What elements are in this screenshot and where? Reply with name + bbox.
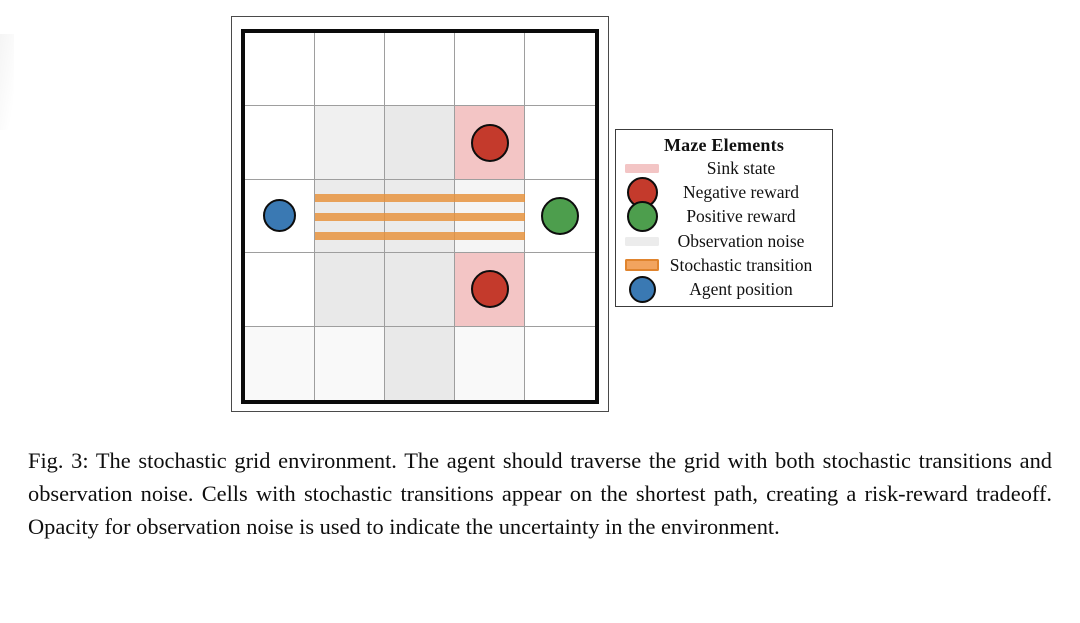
negative-reward-marker-top: [470, 123, 509, 162]
maze-wall: [241, 29, 599, 404]
agent-position-swatch: [628, 276, 656, 304]
grid-cell: [245, 33, 315, 107]
agent-position-label: Agent position: [689, 279, 793, 300]
sink-state-swatch: [625, 163, 659, 173]
negative-reward-label: Negative reward: [682, 181, 800, 202]
grid-cell: [385, 106, 455, 180]
grid-cell: [385, 33, 455, 107]
observation-noise-label: Observation noise: [677, 230, 805, 251]
stochastic-transition-stripe: [315, 212, 525, 221]
grid-cell: [525, 179, 595, 254]
grid-cell: [385, 253, 455, 327]
legend-item-sink-state: Sink state: [620, 156, 828, 180]
grid-cell: [245, 326, 315, 400]
stochastic-transition-label: Stochastic transition: [669, 254, 813, 275]
negative-reward-marker-bottom: [470, 270, 509, 309]
grid-cell: [385, 326, 455, 400]
maze-grid: [245, 33, 595, 400]
positive-reward-label: Positive reward: [686, 206, 796, 227]
sink-state-label: Sink state: [706, 157, 776, 178]
grid-cell: [525, 33, 595, 107]
observation-noise-swatch: [625, 236, 659, 246]
grid-cell: [525, 253, 595, 327]
agent-position-swatch-icon: [620, 276, 664, 304]
grid-cell: [455, 33, 525, 107]
grid-cell: [315, 33, 385, 107]
positive-reward-swatch-icon: [620, 201, 664, 233]
legend-item-observation-noise: Observation noise: [620, 229, 828, 253]
stochastic-transition-stripe: [315, 231, 525, 240]
grid-cell: [315, 326, 385, 400]
grid-cell: [315, 253, 385, 327]
grid-cell: [245, 179, 315, 254]
caption-text: Fig. 3: The stochastic grid environment.…: [28, 448, 1052, 539]
agent-position-marker: [263, 199, 296, 233]
sink-cell: [455, 253, 525, 327]
figure-caption: Fig. 3: The stochastic grid environment.…: [28, 444, 1052, 543]
positive-reward-marker: [541, 196, 579, 235]
stochastic-transition-swatch-icon: [620, 259, 664, 272]
grid-cell: [245, 253, 315, 327]
page-edge-shading: [0, 34, 14, 130]
stochastic-transition-stripe: [315, 193, 525, 202]
grid-cell: [315, 106, 385, 180]
sink-state-swatch-icon: [620, 163, 664, 173]
grid-cell: [525, 326, 595, 400]
legend-item-stochastic-transition: Stochastic transition: [620, 253, 828, 277]
positive-reward-swatch: [626, 201, 658, 233]
observation-noise-swatch-icon: [620, 236, 664, 246]
legend-item-positive-reward: Positive reward: [620, 201, 828, 233]
legend-title: Maze Elements: [663, 135, 785, 155]
grid-cell: [245, 106, 315, 180]
maze-figure-frame: [231, 16, 609, 412]
legend-item-negative-reward: Negative reward: [620, 177, 828, 208]
grid-cell: [525, 106, 595, 180]
grid-cell: [455, 326, 525, 400]
legend-item-agent-position: Agent position: [620, 276, 828, 304]
stochastic-transition-swatch: [625, 259, 659, 272]
sink-cell: [455, 106, 525, 180]
